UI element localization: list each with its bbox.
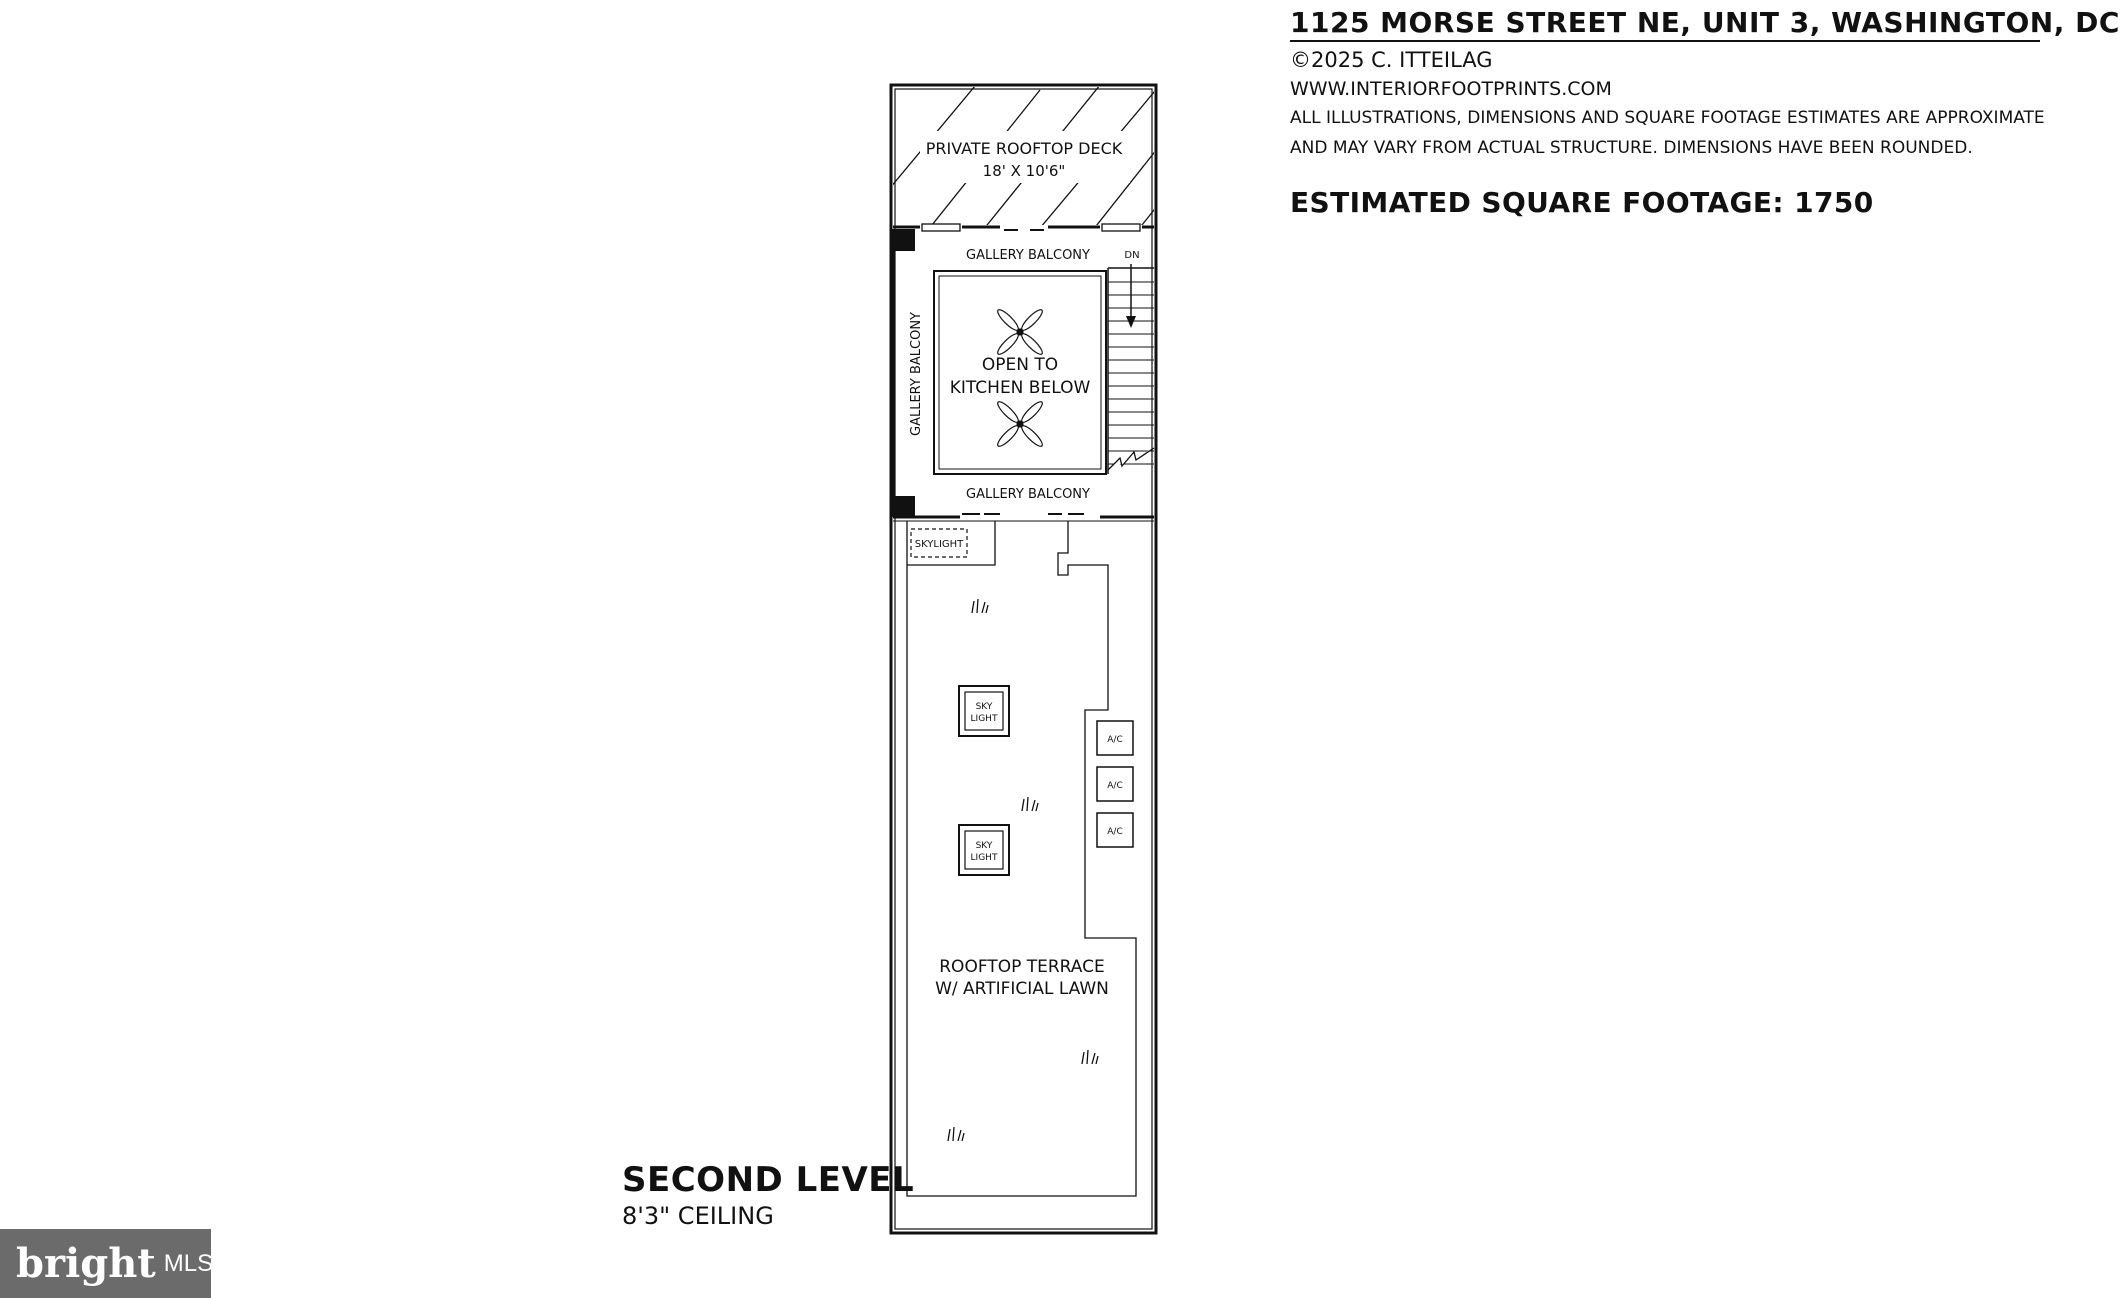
skylight-small bbox=[910, 528, 968, 558]
skylight-small-label: SKYLIGHT bbox=[915, 539, 964, 550]
open-to-below-void bbox=[933, 270, 1107, 475]
mls-logo-text: MLS bbox=[163, 1249, 214, 1277]
website-text: WWW.INTERIORFOOTPRINTS.COM bbox=[1290, 78, 1612, 100]
grass-icon bbox=[947, 1126, 965, 1142]
skylight-b-line-2: LIGHT bbox=[971, 853, 998, 863]
stair-down-label: DN bbox=[1124, 250, 1139, 261]
column-top-left bbox=[893, 229, 915, 251]
ac-unit-1-label: A/C bbox=[1107, 735, 1122, 745]
open-to-below-void-inner bbox=[938, 275, 1102, 470]
skylight-b-line-1: SKY bbox=[976, 841, 993, 851]
ceiling-fan-icon bbox=[997, 309, 1043, 355]
disclaimer-line-1: ALL ILLUSTRATIONS, DIMENSIONS AND SQUARE… bbox=[1290, 108, 2045, 128]
ac-unit-2 bbox=[1096, 766, 1134, 802]
ac-unit-1 bbox=[1096, 720, 1134, 756]
floor-plan-drawing: PRIVATE ROOFTOP DECK 18' X 10'6" bbox=[889, 83, 1158, 1235]
skylight-a bbox=[958, 685, 1010, 737]
window-left bbox=[921, 223, 961, 232]
terrace-line-1: ROOFTOP TERRACE bbox=[939, 957, 1104, 977]
gallery-balcony-top-label: GALLERY BALCONY bbox=[966, 248, 1090, 263]
property-address: 1125 MORSE STREET NE, UNIT 3, WASHINGTON… bbox=[1290, 6, 2120, 39]
level-title: SECOND LEVEL bbox=[622, 1160, 915, 1200]
skylight-a-line-1: SKY bbox=[976, 702, 993, 712]
ceiling-fan-icon bbox=[997, 401, 1043, 447]
gallery-balcony-bottom-label: GALLERY BALCONY bbox=[966, 487, 1090, 502]
ac-unit-3 bbox=[1096, 812, 1134, 848]
open-to-below-line-1: OPEN TO bbox=[982, 355, 1058, 375]
terrace-parapet bbox=[906, 521, 1137, 1197]
deck-name: PRIVATE ROOFTOP DECK bbox=[926, 139, 1123, 158]
floor-plan-sheet: 1125 MORSE STREET NE, UNIT 3, WASHINGTON… bbox=[0, 6, 2120, 1298]
square-footage: ESTIMATED SQUARE FOOTAGE: 1750 bbox=[1290, 186, 1874, 219]
address-underline bbox=[1290, 40, 2040, 42]
stair-arrow-icon bbox=[1126, 316, 1136, 328]
bright-logo-text: bright bbox=[16, 1240, 156, 1287]
grass-icon bbox=[1021, 796, 1039, 812]
column-bottom-left bbox=[893, 496, 915, 518]
deck-label-bg bbox=[920, 131, 1130, 183]
stair-break-line bbox=[1107, 447, 1155, 471]
deck-dimensions: 18' X 10'6" bbox=[983, 162, 1066, 180]
gallery-balcony-side-label: GALLERY BALCONY bbox=[909, 312, 924, 436]
disclaimer-line-2: AND MAY VARY FROM ACTUAL STRUCTURE. DIME… bbox=[1290, 138, 1973, 158]
ac-unit-3-label: A/C bbox=[1107, 827, 1122, 837]
building-outline bbox=[889, 83, 1158, 1235]
bright-mls-watermark: bright MLS bbox=[0, 1229, 214, 1298]
skylight-b-inner bbox=[964, 830, 1004, 870]
skylight-a-inner bbox=[964, 691, 1004, 731]
grass-icon bbox=[971, 598, 989, 614]
building-inner-outline bbox=[894, 88, 1153, 1230]
ac-unit-2-label: A/C bbox=[1107, 781, 1122, 791]
ceiling-height: 8'3" CEILING bbox=[622, 1202, 774, 1230]
open-to-below-line-2: KITCHEN BELOW bbox=[950, 378, 1091, 398]
skylight-a-line-2: LIGHT bbox=[971, 714, 998, 724]
window-right bbox=[1101, 223, 1141, 232]
copyright-text: ©2025 C. ITTEILAG bbox=[1290, 48, 1493, 72]
skylight-b bbox=[958, 824, 1010, 876]
terrace-line-2: W/ ARTIFICIAL LAWN bbox=[935, 979, 1109, 999]
grass-icon bbox=[1081, 1049, 1099, 1065]
